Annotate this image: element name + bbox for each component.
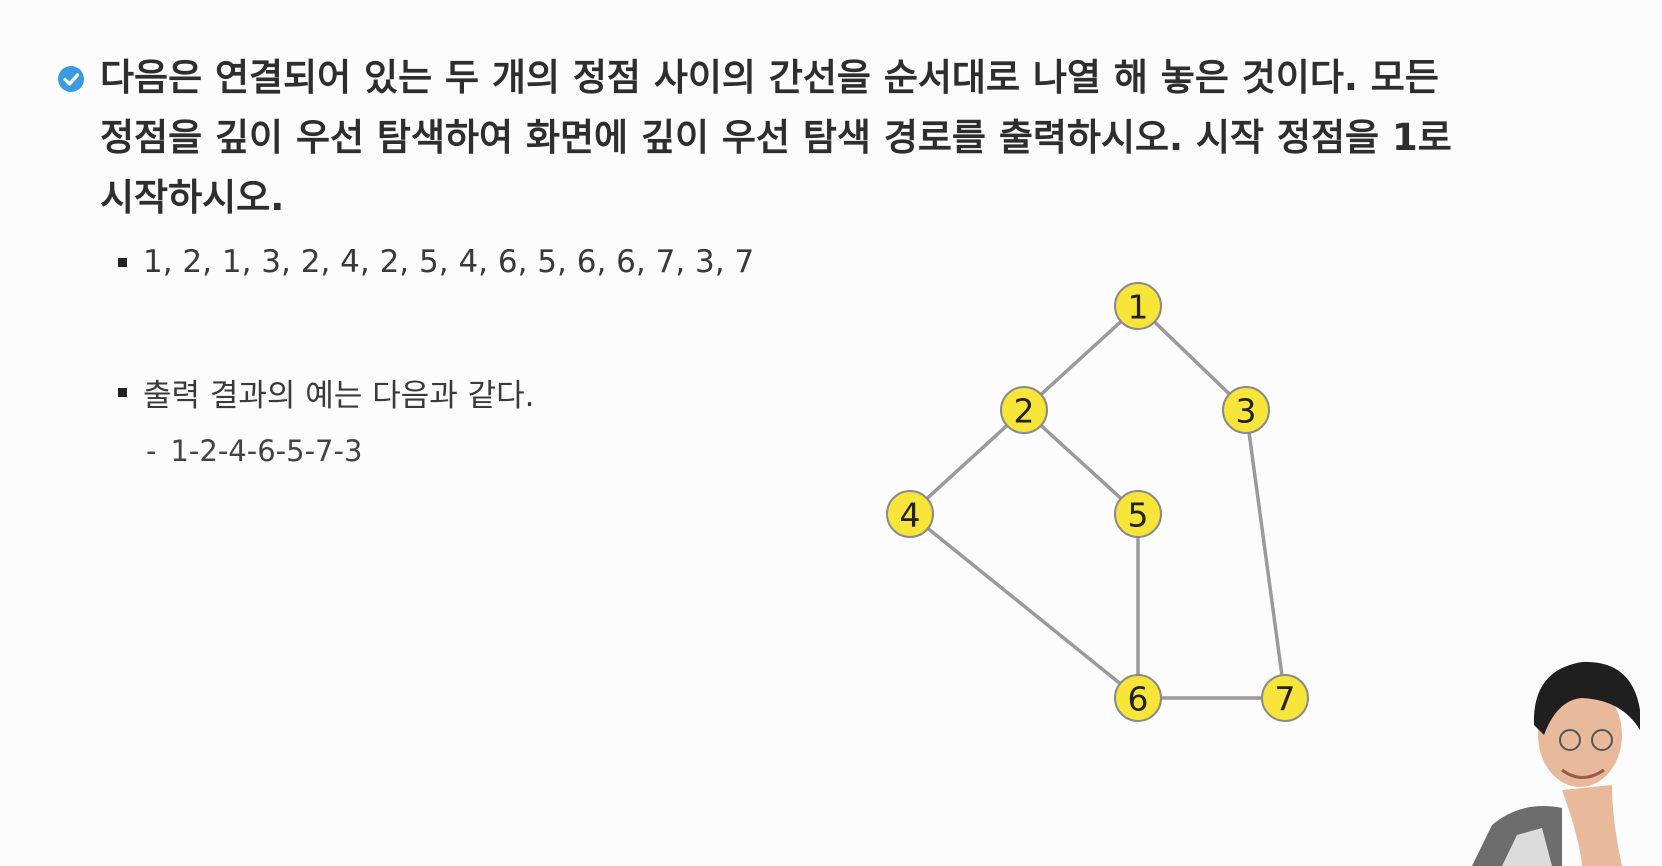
graph-edge-4-6 xyxy=(908,512,1140,700)
graph-node-label: 6 xyxy=(1128,680,1149,719)
output-example-value: 1-2-4-6-5-7-3 xyxy=(170,434,363,468)
graph-node-circle xyxy=(1114,674,1162,722)
graph-node-5: 5 xyxy=(1114,490,1162,538)
edges-bullet: 1, 2, 1, 3, 2, 4, 2, 5, 4, 6, 5, 6, 6, 7… xyxy=(118,244,754,280)
graph-node-2: 2 xyxy=(1000,386,1048,434)
question-text: 다음은 연결되어 있는 두 개의 정점 사이의 간선을 순서대로 나열 해 놓은… xyxy=(100,56,1452,219)
bullet-square-icon xyxy=(118,388,127,397)
graph-node-3: 3 xyxy=(1222,386,1270,434)
graph-edge-1-2 xyxy=(1022,304,1140,412)
graph-node-label: 1 xyxy=(1128,288,1149,327)
dash-marker: - xyxy=(146,434,157,468)
edges-list-text: 1, 2, 1, 3, 2, 4, 2, 5, 4, 6, 5, 6, 6, 7… xyxy=(143,244,755,280)
graph-node-label: 4 xyxy=(900,496,921,535)
graph-node-circle xyxy=(1000,386,1048,434)
graph-node-6: 6 xyxy=(1114,674,1162,722)
graph-node-circle xyxy=(1261,674,1309,722)
graph-edge-2-4 xyxy=(908,408,1026,516)
graph-node-1: 1 xyxy=(1114,282,1162,330)
bullet-square-icon xyxy=(118,257,127,267)
output-example-line: - 1-2-4-6-5-7-3 xyxy=(146,434,362,468)
graph-edge-2-5 xyxy=(1022,408,1140,516)
check-circle-icon xyxy=(58,66,84,92)
graph-node-label: 2 xyxy=(1014,392,1035,431)
graph-node-circle xyxy=(886,490,934,538)
graph-node-4: 4 xyxy=(886,490,934,538)
graph-node-7: 7 xyxy=(1261,674,1309,722)
graph-node-label: 5 xyxy=(1128,496,1149,535)
graph-node-circle xyxy=(1114,282,1162,330)
presenter-icon xyxy=(1472,661,1640,866)
question-row: 다음은 연결되어 있는 두 개의 정점 사이의 간선을 순서대로 나열 해 놓은… xyxy=(58,48,1662,228)
output-example-label: 출력 결과의 예는 다음과 같다. xyxy=(143,378,535,414)
output-bullet: 출력 결과의 예는 다음과 같다. xyxy=(118,370,535,415)
presenter-video-thumbnail xyxy=(1462,640,1662,866)
graph-node-circle xyxy=(1222,386,1270,434)
graph-edge-1-3 xyxy=(1136,304,1248,412)
graph-node-label: 3 xyxy=(1236,392,1257,431)
graph-node-circle xyxy=(1114,490,1162,538)
graph-node-label: 7 xyxy=(1275,680,1296,719)
graph-edge-3-7 xyxy=(1244,409,1287,699)
